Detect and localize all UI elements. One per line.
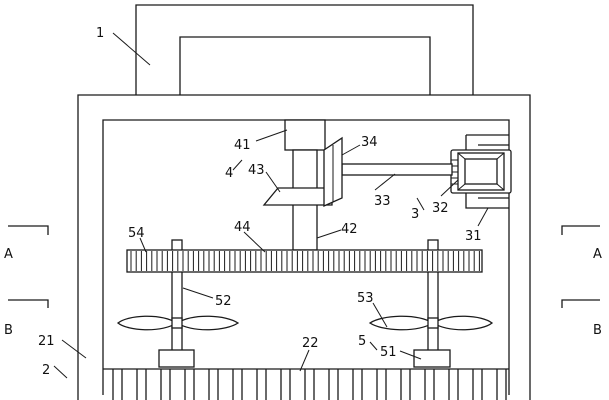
gear-bar (126, 249, 483, 273)
label-41: 41 (234, 138, 251, 153)
top-handle (135, 4, 474, 95)
label-42: 42 (341, 222, 358, 237)
bottom-grid (103, 368, 509, 400)
label-33: 33 (374, 194, 391, 209)
label-21: 21 (38, 334, 55, 349)
section-a-left: A (4, 247, 13, 262)
reference-labels: 1 21 2 22 3 31 32 33 34 4 41 42 43 44 5 … (4, 26, 602, 378)
label-32: 32 (432, 201, 449, 216)
label-52: 52 (215, 294, 232, 309)
label-3: 3 (411, 207, 419, 222)
label-44: 44 (234, 220, 251, 235)
gear-teeth (130, 251, 480, 271)
motor-assembly (341, 134, 512, 209)
label-1: 1 (96, 26, 104, 41)
label-31: 31 (465, 229, 482, 244)
vertical-drive (262, 119, 343, 251)
label-53: 53 (357, 291, 374, 306)
label-34: 34 (361, 135, 378, 150)
section-a-right: A (593, 247, 602, 262)
label-54: 54 (128, 226, 145, 241)
grid-bars (112, 369, 507, 400)
label-5: 5 (358, 334, 366, 349)
leader-lines (53, 32, 489, 379)
section-marks (8, 225, 600, 308)
label-2: 2 (42, 363, 50, 378)
section-b-left: B (4, 323, 13, 338)
section-b-right: B (593, 323, 602, 338)
label-43: 43 (248, 163, 265, 178)
right-rotor (368, 239, 494, 368)
label-51: 51 (380, 345, 397, 360)
label-22: 22 (302, 336, 319, 351)
left-rotor (116, 239, 240, 368)
label-4: 4 (225, 166, 233, 181)
